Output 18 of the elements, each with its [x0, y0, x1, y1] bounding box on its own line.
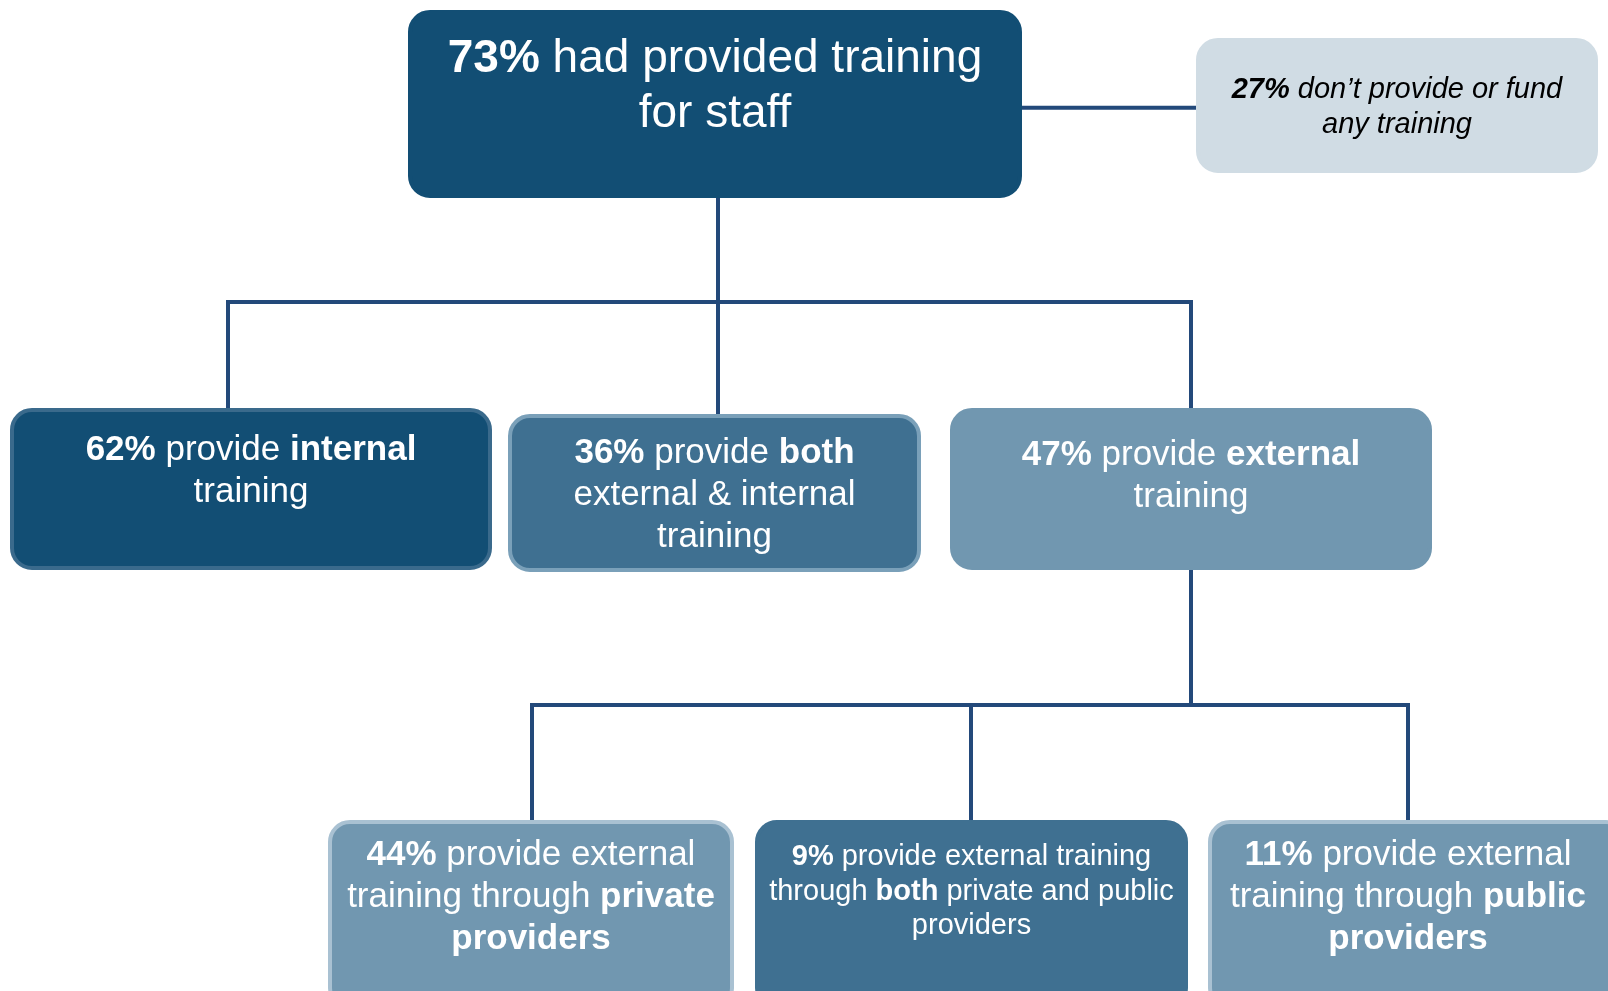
- node-text: 47% provide external training: [1020, 432, 1362, 516]
- process-box: [1196, 38, 1598, 173]
- node-text: 27% don’t provide or fund any training: [1230, 70, 1564, 141]
- process-box: [10, 408, 492, 570]
- node-text: 36% provide both external & internal training: [572, 430, 857, 556]
- node-text: 9% provide external training through both private and public providers: [769, 837, 1174, 943]
- process-box: [508, 414, 921, 572]
- node-text: 11% provide external training through public providers: [1229, 832, 1587, 958]
- process-box: [950, 408, 1432, 570]
- connector-line: [1189, 570, 1410, 820]
- process-box: [328, 820, 734, 991]
- node-text: 62% provide internal training: [84, 427, 418, 511]
- process-box: [755, 820, 1188, 991]
- node-text: 73% had provided training for staff: [446, 28, 984, 139]
- process-box: [408, 10, 1022, 198]
- process-box: [1208, 820, 1608, 991]
- connector-line: [1022, 105, 1196, 110]
- node-text: 44% provide external training through private providers: [346, 832, 716, 958]
